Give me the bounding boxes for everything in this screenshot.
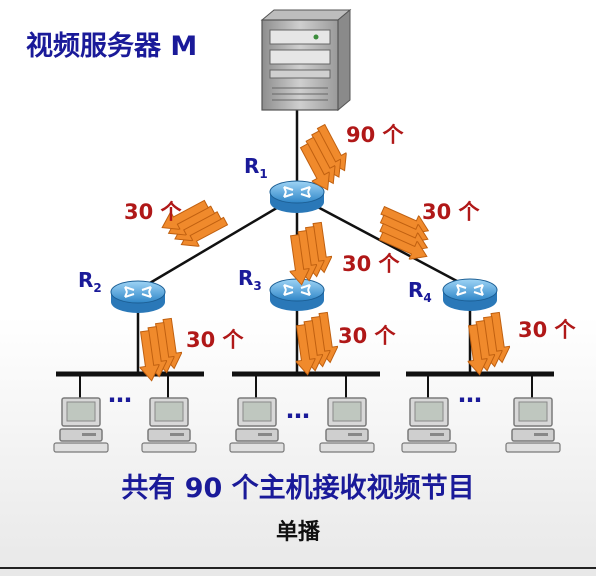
more-hosts-ellipsis: …	[286, 396, 311, 424]
computer-icon	[505, 397, 561, 453]
flow-count-r3-lan: 30 个	[338, 324, 396, 348]
link-r1-r2	[137, 194, 298, 292]
flow-count-r2-lan: 30 个	[186, 328, 244, 352]
bottom-divider	[0, 567, 596, 569]
computer-icon	[229, 397, 285, 453]
more-hosts-ellipsis: …	[108, 380, 133, 408]
flow-count-r1-r2: 30 个	[124, 200, 182, 224]
flow-count-r1-r4: 30 个	[422, 200, 480, 224]
computer-icon	[319, 397, 375, 453]
diagram-subcaption: 单播	[275, 520, 320, 545]
flow-count-r1-r3: 30 个	[342, 252, 400, 276]
router-r2-icon	[110, 280, 166, 314]
router-label-r3: R3	[238, 266, 262, 293]
computer-icon	[401, 397, 457, 453]
arrow-bundle-r1-r3	[284, 222, 336, 287]
computer-icon	[53, 397, 109, 453]
computer-icon	[141, 397, 197, 453]
router-r4-icon	[442, 278, 498, 312]
diagram-title: 视频服务器 M	[26, 31, 198, 62]
diagram-caption: 共有 90 个主机接收视频节目	[121, 473, 475, 504]
server-icon	[260, 8, 352, 112]
router-label-r1: R1	[244, 154, 268, 181]
lan-buses	[56, 371, 554, 398]
flow-count-r4-lan: 30 个	[518, 318, 576, 342]
router-r3-icon	[269, 278, 325, 312]
router-r1-icon	[269, 180, 325, 214]
router-label-r2: R2	[78, 268, 102, 295]
router-label-r4: R4	[408, 278, 432, 305]
flow-count-server-r1: 90 个	[346, 123, 404, 147]
more-hosts-ellipsis: …	[458, 380, 483, 408]
